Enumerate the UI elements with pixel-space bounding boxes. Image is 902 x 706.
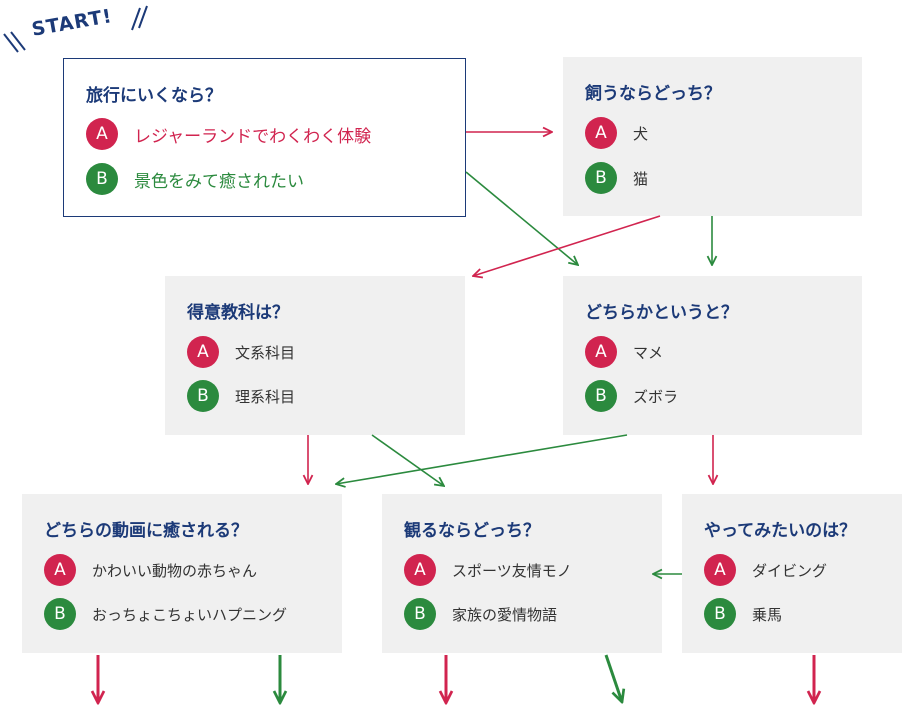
option-b: B 乗馬	[704, 598, 782, 630]
node-try: やってみたいのは？ A ダイビング B 乗馬	[682, 494, 902, 653]
badge-a: A	[44, 554, 76, 586]
option-b-text: 猫	[633, 169, 649, 188]
question-title: 観るならどっち？	[404, 521, 540, 541]
arrow-watch-b-out	[604, 654, 622, 702]
badge-a: A	[187, 336, 219, 368]
option-a: A かわいい動物の赤ちゃん	[44, 554, 257, 586]
question-title: どちらかというと？	[585, 303, 738, 323]
badge-a: A	[585, 336, 617, 368]
option-b: B 猫	[585, 162, 648, 194]
badge-b: B	[187, 380, 219, 412]
option-a-text: マメ	[633, 343, 664, 362]
arrow-subject-b-to-watch	[371, 434, 444, 486]
option-b: B 理系科目	[187, 380, 295, 412]
option-a-text: スポーツ友情モノ	[452, 561, 572, 580]
question-title: どちらの動画に癒される？	[44, 521, 248, 541]
option-b: B 景色をみて癒されたい	[86, 163, 304, 195]
arrow-personality-b-to-video	[336, 434, 628, 484]
option-a-text: かわいい動物の赤ちゃん	[92, 561, 258, 580]
question-title: 得意教科は？	[187, 303, 289, 323]
question-title: やってみたいのは？	[704, 521, 857, 541]
node-watch: 観るならどっち？ A スポーツ友情モノ B 家族の愛情物語	[382, 494, 662, 653]
option-a: A 文系科目	[187, 336, 295, 368]
question-title: 飼うならどっち？	[585, 84, 721, 104]
node-pet: 飼うならどっち？ A 犬 B 猫	[563, 57, 862, 216]
option-a: A ダイビング	[704, 554, 827, 586]
node-travel: 旅行にいくなら？ A レジャーランドでわくわく体験 B 景色をみて癒されたい	[63, 58, 466, 217]
question-title: 旅行にいくなら？	[86, 86, 222, 106]
badge-b: B	[585, 380, 617, 412]
start-marker: START!	[0, 0, 160, 60]
option-b: B おっちょこちょいハプニング	[44, 598, 287, 630]
badge-b: B	[704, 598, 736, 630]
option-a: A スポーツ友情モノ	[404, 554, 572, 586]
option-b-text: 景色をみて癒されたい	[134, 171, 304, 192]
node-subject: 得意教科は？ A 文系科目 B 理系科目	[165, 276, 465, 435]
option-b-text: ズボラ	[633, 387, 679, 406]
arrow-travel-b-to-personality	[465, 171, 578, 265]
option-b-text: 家族の愛情物語	[452, 605, 558, 624]
node-personality: どちらかというと？ A マメ B ズボラ	[563, 276, 862, 435]
option-a: A マメ	[585, 336, 663, 368]
start-slash-decoration	[3, 5, 148, 53]
option-a: A 犬	[585, 117, 648, 149]
option-b-text: 理系科目	[235, 387, 296, 406]
option-a: A レジャーランドでわくわく体験	[86, 118, 371, 150]
badge-a: A	[585, 117, 617, 149]
badge-b: B	[44, 598, 76, 630]
option-b: B 家族の愛情物語	[404, 598, 557, 630]
badge-a: A	[704, 554, 736, 586]
option-a-text: レジャーランドでわくわく体験	[134, 126, 372, 147]
badge-a: A	[86, 118, 118, 150]
node-video: どちらの動画に癒される？ A かわいい動物の赤ちゃん B おっちょこちょいハプニ…	[22, 494, 342, 653]
option-b: B ズボラ	[585, 380, 678, 412]
badge-b: B	[585, 162, 617, 194]
option-a-text: ダイビング	[752, 561, 828, 580]
option-a-text: 犬	[633, 124, 649, 143]
badge-b: B	[404, 598, 436, 630]
option-b-text: 乗馬	[752, 605, 783, 624]
arrow-pet-a-to-subject	[473, 215, 661, 276]
option-b-text: おっちょこちょいハプニング	[92, 605, 288, 624]
badge-b: B	[86, 163, 118, 195]
badge-a: A	[404, 554, 436, 586]
option-a-text: 文系科目	[235, 343, 296, 362]
